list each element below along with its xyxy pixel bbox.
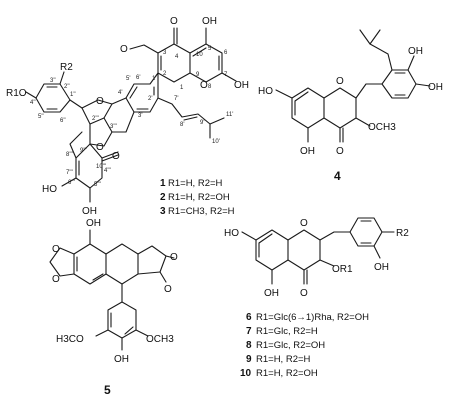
ome-5-left: H3CO	[56, 334, 84, 345]
compound-6-number: 6	[246, 312, 252, 323]
o-610-ring: O	[300, 218, 308, 229]
oh-5-1: OH	[202, 16, 217, 27]
o-carbonyl-2: O	[112, 151, 120, 162]
compound-8-number: 8	[246, 340, 252, 351]
pos-7p: 7'	[174, 96, 178, 102]
o-methoxy-1: O	[120, 44, 128, 55]
oh-4-lower: OH	[300, 146, 315, 157]
o-bridge-b: O	[96, 142, 104, 153]
compound-2-number: 2	[160, 192, 166, 203]
compound-7-desc: R1=Glc, R2=H	[256, 326, 318, 337]
compound-3-number: 3	[160, 206, 166, 217]
pos-6: 6	[224, 50, 228, 56]
ome-4: OCH3	[368, 122, 396, 133]
oh-5-top: OH	[86, 218, 101, 229]
pos-5ppp: 5'''	[94, 182, 101, 188]
oh-7-1: OH	[234, 80, 249, 91]
pos-10ppp: 10'''	[96, 164, 106, 170]
pos-3pp: 3''	[50, 78, 56, 84]
pos-3ppp: 3'''	[110, 124, 117, 130]
o-4-carbonyl: O	[336, 146, 344, 157]
compound-9-desc: R1=H, R2=H	[256, 354, 311, 365]
pos-10: 10	[196, 52, 203, 58]
pos-4pp: 4''	[30, 100, 36, 106]
ho-610-left: HO	[224, 228, 239, 239]
o-5-carbonyl: O	[164, 284, 172, 295]
o-5-lactone: O	[170, 252, 178, 263]
o-4-ring: O	[336, 76, 344, 87]
pos-1pp: 1''	[70, 92, 76, 98]
pos-8: 8	[208, 84, 212, 90]
structure-4	[275, 29, 431, 143]
o-carbonyl-1: O	[170, 16, 178, 27]
ome-5-right: OCH3	[146, 334, 174, 345]
compound-10-desc: R1=H, R2=OH	[256, 368, 318, 379]
compound-3-desc: R1=CH3, R2=H	[168, 206, 235, 217]
r2-label: R2	[60, 62, 73, 73]
pos-5p: 5'	[126, 76, 130, 82]
o-5-diox-b: O	[52, 274, 60, 285]
pos-10p: 10'	[212, 139, 220, 145]
pos-7ppp: 7'''	[66, 170, 73, 176]
compound-5-number: 5	[104, 383, 111, 397]
pos-5: 5	[208, 46, 212, 52]
pos-9p: 9'	[200, 120, 204, 126]
pos-11p: 11'	[226, 112, 233, 118]
pos-2p: 2'	[148, 96, 152, 102]
pos-3: 3	[163, 50, 167, 56]
pos-5pp: 5''	[38, 114, 44, 120]
o-bridge-a: O	[96, 96, 104, 107]
pos-6pp: 6''	[60, 118, 66, 124]
ho-lower-1: HO	[42, 184, 57, 195]
pos-9ppp: 9'''	[80, 148, 87, 154]
structure-1-3	[25, 27, 237, 203]
compound-1-desc: R1=H, R2=H	[168, 178, 223, 189]
pos-6ppp: 6'''	[68, 180, 75, 186]
compound-8-desc: R1=Glc, R2=OH	[256, 340, 325, 351]
r1o-label: R1O	[6, 88, 27, 99]
pos-8ppp: 8'''	[66, 152, 73, 158]
o-610-carbonyl: O	[300, 288, 308, 299]
o-5-diox-a: O	[52, 244, 60, 255]
pos-4: 4	[175, 54, 179, 60]
oh-lower-1: OH	[82, 206, 97, 217]
pos-2pp: 2''	[64, 84, 70, 90]
compound-4-number: 4	[334, 169, 341, 183]
pos-7: 7	[224, 72, 228, 78]
compound-6-desc: R1=Glc(6→1)Rha, R2=OH	[256, 312, 369, 323]
structure-5	[49, 229, 175, 351]
oh-610-meta: OH	[374, 262, 389, 273]
pos-2: 2	[163, 71, 167, 77]
compound-7-number: 7	[246, 326, 252, 337]
r2-610: R2	[396, 228, 409, 239]
pos-4p: 4'	[118, 90, 122, 96]
structure-6-10	[241, 217, 395, 285]
oh-4-right: OH	[428, 82, 443, 93]
compound-1-number: 1	[160, 178, 166, 189]
or1-610: OR1	[332, 264, 353, 275]
pos-2ppp: 2'''	[92, 116, 99, 122]
pos-3p: 3'	[138, 113, 142, 119]
compound-9-number: 9	[246, 354, 252, 365]
oh-5-bottom: OH	[114, 354, 129, 365]
compound-10-number: 10	[240, 368, 252, 379]
pos-1: 1	[180, 85, 184, 91]
oh-4-top: OH	[408, 46, 423, 57]
pos-8p: 8'	[180, 122, 184, 128]
compound-2-desc: R1=H, R2=OH	[168, 192, 230, 203]
o-ring-1: O	[200, 80, 208, 91]
pos-9: 9	[196, 72, 200, 78]
oh-610-lower: OH	[264, 288, 279, 299]
ho-4-left: HO	[258, 86, 273, 97]
pos-6p: 6'	[136, 75, 140, 81]
pos-1p: 1'	[152, 76, 156, 82]
pos-4ppp: 4'''	[104, 168, 111, 174]
